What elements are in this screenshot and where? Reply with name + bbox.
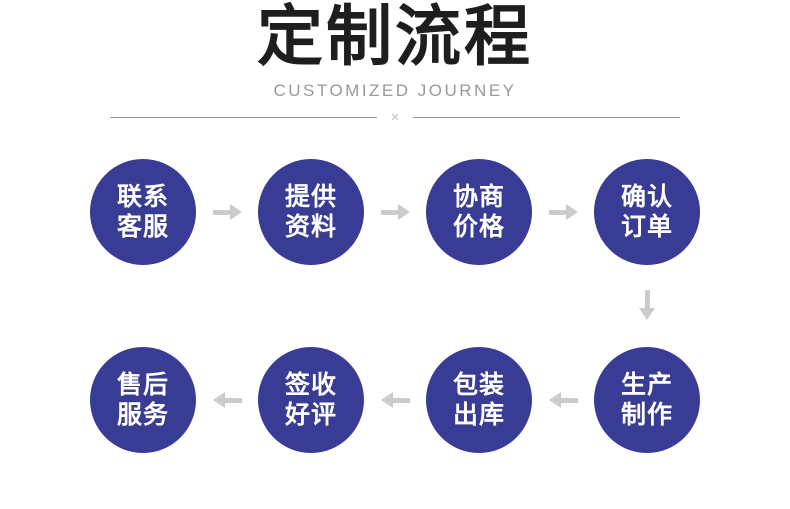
divider-line-left	[110, 117, 377, 118]
step-label-line2: 订单	[620, 213, 673, 241]
step-after-sales-service-circle: 售后 服务	[90, 347, 196, 453]
diagram-header: 定制流程 CUSTOMIZED JOURNEY ×	[0, 0, 790, 125]
step-label-line1: 协商	[452, 183, 505, 211]
step-label-line1: 售后	[116, 371, 169, 399]
step-label-line1: 签收	[284, 371, 337, 399]
arrow-left-icon	[380, 392, 410, 408]
arrow-right-icon	[380, 204, 410, 220]
flow-row-1: 联系 客服 提供 资料 协商 价格 确认 订单	[0, 159, 790, 265]
arrow-left-icon	[212, 392, 242, 408]
step-label-line2: 出库	[452, 401, 505, 429]
row-connector	[0, 265, 790, 347]
step-label-line2: 资料	[284, 213, 337, 241]
step-contact-service-circle: 联系 客服	[90, 159, 196, 265]
arrow-left-icon	[548, 392, 578, 408]
step-negotiate-price-circle: 协商 价格	[426, 159, 532, 265]
step-label-line2: 制作	[620, 401, 673, 429]
step-production-circle: 生产 制作	[594, 347, 700, 453]
step-label-line2: 好评	[284, 401, 337, 429]
step-packing-shipment-circle: 包装 出库	[426, 347, 532, 453]
page-title: 定制流程	[257, 0, 533, 73]
step-provide-materials-circle: 提供 资料	[258, 159, 364, 265]
step-label-line1: 联系	[116, 183, 169, 211]
step-confirm-order-circle: 确认 订单	[594, 159, 700, 265]
arrow-right-icon	[212, 204, 242, 220]
step-label-line1: 包装	[452, 371, 505, 399]
page-subtitle: CUSTOMIZED JOURNEY	[273, 81, 517, 100]
step-label-line1: 生产	[620, 371, 673, 399]
flow-row-2: 售后 服务 签收 好评 包装 出库 生产 制作	[0, 347, 790, 453]
step-sign-receipt-review-circle: 签收 好评	[258, 347, 364, 453]
arrow-down-icon	[639, 290, 655, 320]
title-divider: ×	[110, 109, 681, 126]
step-label-line2: 客服	[116, 213, 169, 241]
step-label-line1: 提供	[284, 183, 337, 211]
step-label-line2: 价格	[452, 213, 505, 241]
divider-x-mark: ×	[390, 109, 400, 126]
arrow-right-icon	[548, 204, 578, 220]
divider-line-right	[413, 117, 681, 118]
step-label-line1: 确认	[620, 183, 673, 211]
step-label-line2: 服务	[116, 401, 169, 429]
